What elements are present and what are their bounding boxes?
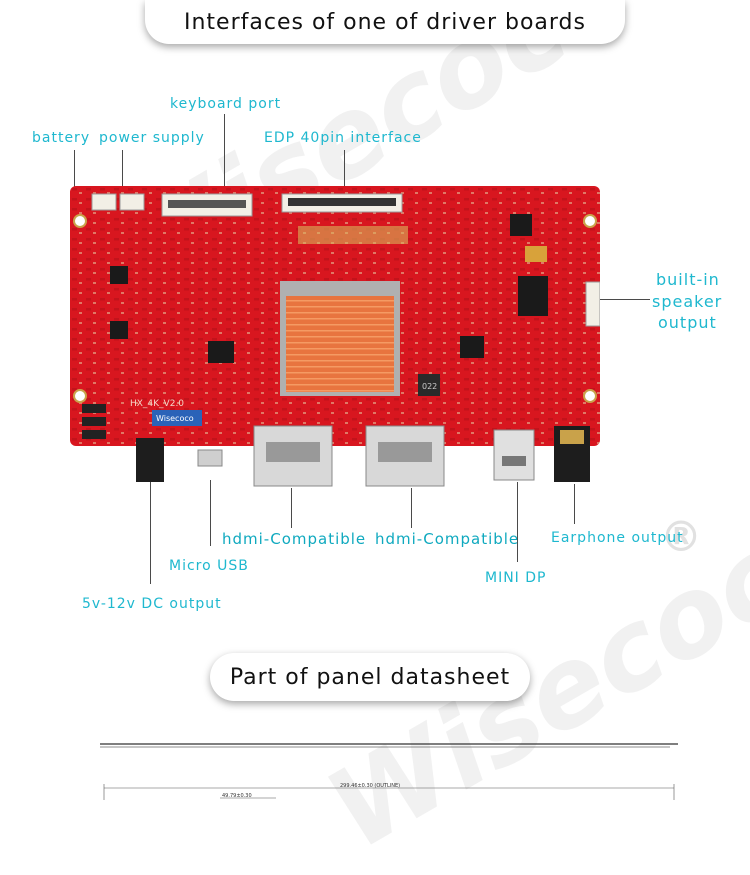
label-hdmi-2: hdmi-Compatible bbox=[375, 530, 520, 548]
leader-dc bbox=[150, 474, 151, 584]
inductor-text: 022 bbox=[422, 382, 437, 391]
label-earphone: Earphone output bbox=[551, 530, 684, 546]
leader-usb bbox=[210, 480, 211, 546]
leader-hdmi-1 bbox=[291, 488, 292, 528]
mini-dp-port bbox=[493, 429, 535, 481]
datasheet-title-text: Part of panel datasheet bbox=[229, 664, 511, 690]
micro-usb-port bbox=[197, 449, 223, 467]
datasheet-inner-dim: 49.79±0.30 bbox=[222, 793, 252, 799]
panel-datasheet: 299.46±0.30 (OUTLINE) 49.79±0.30 bbox=[100, 743, 678, 800]
label-power-supply: power supply bbox=[99, 130, 205, 146]
leader-power bbox=[122, 150, 123, 197]
interfaces-title: Interfaces of one of driver boards bbox=[145, 0, 625, 44]
datasheet-outline-dim: 299.46±0.30 (OUTLINE) bbox=[340, 783, 400, 789]
ic-chip bbox=[208, 341, 234, 363]
interfaces-title-text: Interfaces of one of driver boards bbox=[184, 9, 586, 35]
speaker-connector bbox=[585, 281, 600, 327]
label-dc-output: 5v-12v DC output bbox=[82, 596, 222, 612]
battery-connector bbox=[91, 193, 117, 211]
brand-text: Wisecoco bbox=[156, 414, 194, 423]
inductor bbox=[418, 374, 440, 396]
label-hdmi-1: hdmi-Compatible bbox=[222, 530, 367, 548]
label-edp: EDP 40pin interface bbox=[264, 130, 422, 146]
power-connector bbox=[119, 193, 145, 211]
label-speaker-3: output bbox=[658, 313, 717, 332]
model-text: HX_4K_V2.0 bbox=[130, 399, 184, 409]
label-micro-usb: Micro USB bbox=[169, 558, 249, 574]
leader-hdmi-2 bbox=[411, 488, 412, 528]
label-speaker-2: speaker bbox=[652, 292, 723, 311]
leader-earphone bbox=[574, 484, 575, 524]
label-keyboard-port: keyboard port bbox=[170, 96, 282, 112]
leader-battery bbox=[74, 150, 75, 197]
dc-jack bbox=[136, 438, 164, 482]
driver-board: 022 HX_4K_V2.0 Wisecoco bbox=[70, 186, 600, 487]
label-mini-dp: MINI DP bbox=[485, 570, 547, 586]
label-speaker-1: built-in bbox=[656, 270, 720, 289]
leader-edp bbox=[344, 150, 345, 197]
leader-speaker bbox=[598, 299, 650, 300]
datasheet-title: Part of panel datasheet bbox=[210, 653, 530, 701]
label-battery: battery bbox=[32, 130, 91, 146]
leader-keyboard bbox=[224, 114, 225, 197]
leader-minidp bbox=[517, 482, 518, 562]
